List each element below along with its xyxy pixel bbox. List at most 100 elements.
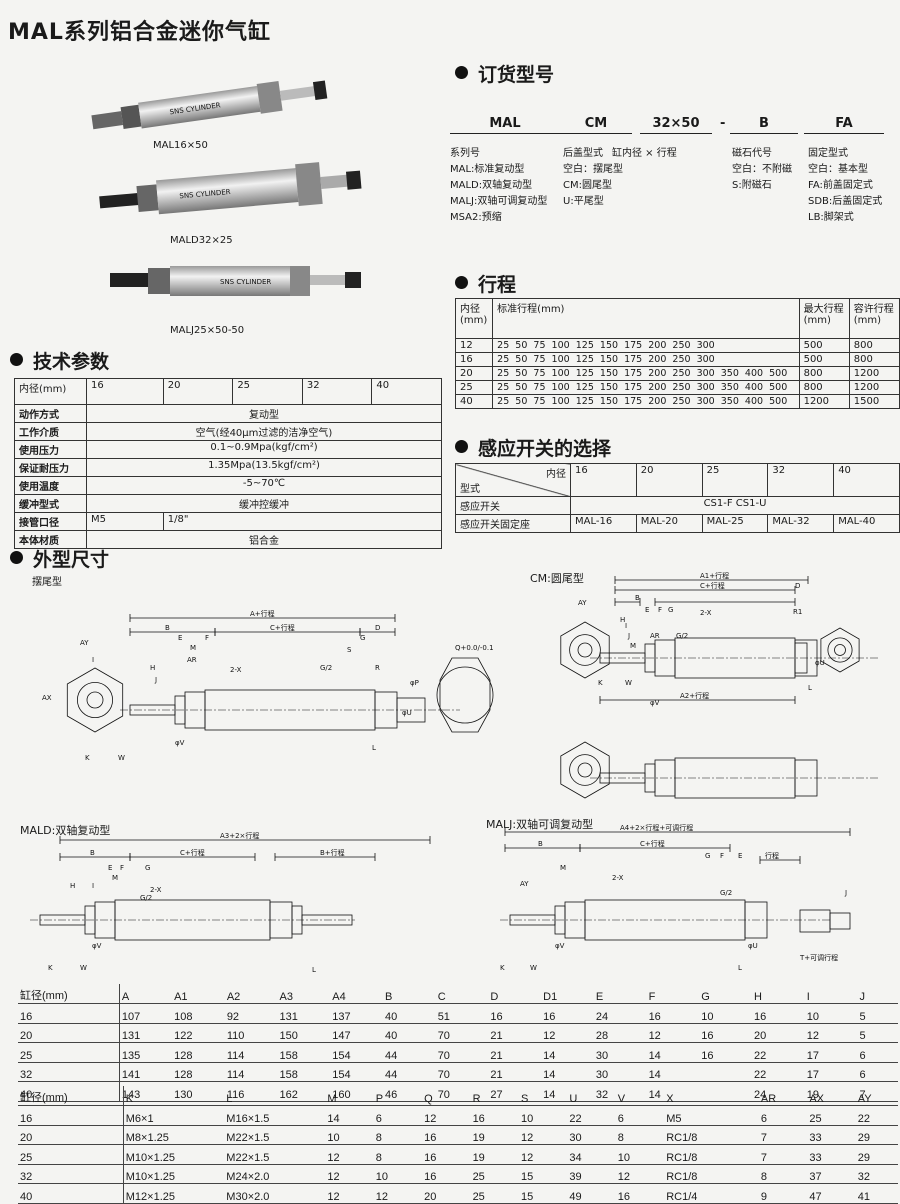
product-caption: MAL16×50	[153, 140, 208, 151]
column-header: L	[224, 1086, 326, 1106]
table-cell: 147	[330, 1023, 383, 1043]
order-code-dash: -	[720, 116, 726, 131]
dimension-label: F	[720, 852, 724, 860]
table-cell: 25	[807, 1105, 856, 1126]
dimension-label: AY	[520, 880, 529, 888]
table-cell: 40	[454, 394, 494, 409]
table-cell: 37	[807, 1164, 856, 1184]
column-header: AR	[758, 1086, 808, 1106]
table-cell: 14	[541, 1062, 594, 1082]
table-cell: CS1-F CS1-U	[570, 496, 900, 515]
dimension-label: 行程	[765, 851, 779, 860]
table-cell: 16	[422, 1164, 471, 1184]
rod-circle	[86, 691, 104, 709]
legend-line: FA:前盖固定式	[808, 180, 873, 191]
column-header: U	[567, 1086, 616, 1106]
table-cell: 500	[798, 338, 850, 353]
table-cell: 14	[646, 1062, 700, 1082]
table-cell: 21	[488, 1062, 542, 1082]
dimension-label: B	[635, 594, 640, 602]
table-cell: 128	[172, 1042, 225, 1063]
table-cell: 28	[593, 1023, 647, 1043]
legend-line: MSA2:预缩	[450, 212, 502, 223]
dimension-label: G	[145, 864, 150, 872]
column-header: B	[382, 984, 436, 1004]
dimension-label: G	[705, 852, 710, 860]
table-cell: 24	[593, 1003, 647, 1024]
dimension-label: S	[347, 646, 352, 654]
table-cell: 铝合金	[86, 530, 442, 549]
table-cell: M22×1.5	[224, 1144, 326, 1165]
table-cell: 135	[119, 1042, 173, 1063]
dimension-label: F	[658, 606, 662, 614]
table-cell: 33	[807, 1144, 856, 1165]
column-header: 40	[833, 463, 900, 497]
dimension-label: M	[112, 874, 118, 882]
dimension-label: B+行程	[320, 848, 345, 857]
column-header: C	[435, 984, 489, 1004]
dimension-label: φV	[175, 739, 185, 747]
dimension-label: B	[165, 624, 170, 632]
table-cell: 10	[804, 1003, 858, 1024]
table-cell: 12	[615, 1164, 665, 1184]
legend-line: 系列号	[450, 148, 480, 159]
table-cell: 40	[382, 1003, 436, 1024]
table-cell: 40	[382, 1023, 436, 1043]
table-cell: 6	[758, 1105, 808, 1126]
table-cell: 8	[373, 1144, 423, 1165]
table-cell: 20	[422, 1183, 471, 1204]
table-cell: 1200	[798, 394, 850, 409]
dimension-label: φU	[748, 942, 758, 950]
dimension-label: L	[738, 964, 742, 972]
dimension-label: E	[738, 852, 742, 860]
table-cell: 12	[422, 1105, 471, 1126]
table-cell: 6	[857, 1062, 898, 1082]
row-label: 内径(mm)	[14, 378, 87, 405]
table-cell: 114	[224, 1062, 278, 1082]
table-cell: 12	[325, 1144, 374, 1165]
table-cell: 800	[848, 338, 900, 353]
column-header: F	[646, 984, 700, 1004]
dimension-label: B	[538, 840, 543, 848]
table-cell: 15	[518, 1164, 568, 1184]
table-cell: 17	[804, 1042, 858, 1063]
table-cell: 20	[454, 366, 494, 381]
dimension-label: G/2	[720, 889, 732, 897]
table-cell: 25	[470, 1164, 519, 1184]
heading-text: 感应开关的选择	[478, 438, 612, 460]
hex-nut-view	[820, 627, 860, 673]
table-cell: 25	[454, 380, 494, 395]
end-view-circle	[569, 634, 601, 666]
table-cell: 10	[518, 1105, 568, 1126]
table-cell: 70	[435, 1062, 489, 1082]
dimension-label: D	[795, 582, 800, 590]
dimension-label: 2-X	[612, 874, 624, 882]
table-cell: 12	[454, 338, 494, 353]
svg-text:SNS CYLINDER: SNS CYLINDER	[220, 278, 271, 286]
dimension-label: G/2	[320, 664, 332, 672]
table-cell: 500	[798, 352, 850, 367]
dimension-label: K	[500, 964, 505, 972]
row-label: 接管口径	[14, 512, 87, 531]
dimension-label: G/2	[676, 632, 688, 640]
adjust-stopper	[829, 912, 851, 930]
dimension-label: B	[90, 849, 95, 857]
dimension-label: C+行程	[270, 623, 295, 632]
column-header: R	[470, 1086, 519, 1106]
table-cell: 39	[567, 1164, 616, 1184]
row-label: 缓冲型式	[14, 494, 87, 513]
table-cell: 空气(经40μm过滤的洁净空气)	[86, 422, 442, 441]
dimension-label: φV	[650, 699, 660, 707]
table-cell: 30	[593, 1042, 647, 1063]
dimension-label: φP	[410, 679, 419, 687]
table-cell: 10	[699, 1003, 752, 1024]
legend-line: MALJ:双轴可调复动型	[450, 196, 548, 207]
